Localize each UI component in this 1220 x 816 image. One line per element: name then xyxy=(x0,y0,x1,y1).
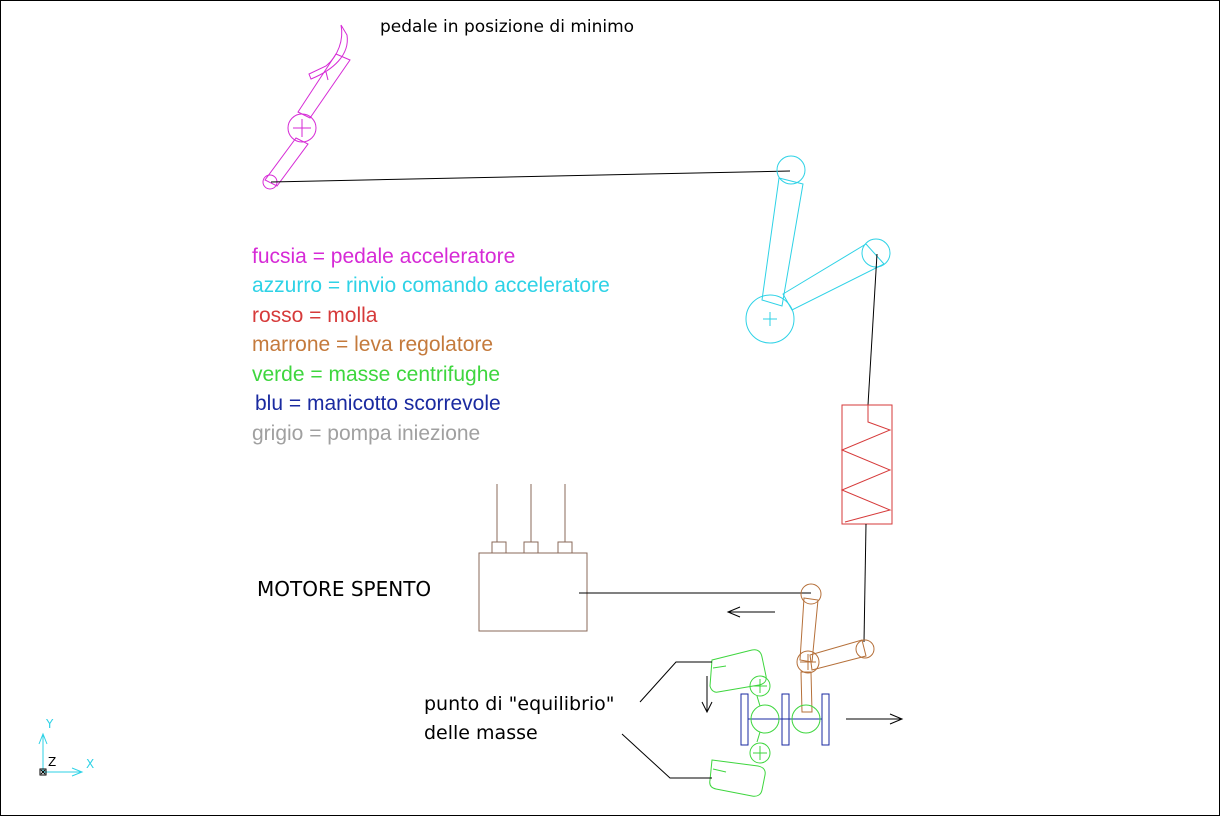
linkage-pivot xyxy=(745,294,795,344)
throttle-linkage xyxy=(745,155,891,344)
lower-mass-mark xyxy=(712,768,727,773)
lower-mass xyxy=(709,759,766,797)
upper-mass xyxy=(709,649,767,693)
upper-mass-pivot xyxy=(749,675,771,697)
legend-item-sleeve: blu = manicotto scorrevole xyxy=(255,392,501,415)
right-arrow xyxy=(846,713,904,725)
linkage-arm-long xyxy=(761,177,804,307)
sliding-sleeve xyxy=(740,693,830,746)
legend-item-pedal: fucsia = pedale acceleratore xyxy=(252,245,515,268)
accelerator-pedal xyxy=(262,24,351,190)
legend-item-spring: rosso = molla xyxy=(252,304,378,327)
leader-line-lower xyxy=(621,733,712,779)
spring-coil xyxy=(840,405,892,523)
ucs-x-arrow xyxy=(71,767,84,777)
spring xyxy=(840,404,893,525)
pump-element-2 xyxy=(523,541,539,554)
injection-pump xyxy=(478,484,588,632)
lever-right-joint xyxy=(855,639,875,659)
legend-item-pump: grigio = pompa iniezione xyxy=(252,422,480,445)
left-arrow xyxy=(726,606,775,618)
down-arrow xyxy=(701,676,713,714)
governor-lever xyxy=(796,583,875,713)
linkage-to-spring-rod xyxy=(867,253,878,406)
spring-to-lever-rod xyxy=(863,523,867,643)
sleeve-plate-right xyxy=(821,693,830,746)
centrifugal-masses xyxy=(709,649,821,797)
diagram-title: pedale in posizione di minimo xyxy=(380,17,634,37)
pump-body xyxy=(478,552,588,632)
upper-link xyxy=(756,695,761,707)
ucs-y-label: Y xyxy=(45,717,54,731)
color-legend: fucsia = pedale acceleratore azzurro = r… xyxy=(252,245,610,445)
lower-link xyxy=(756,731,761,743)
lever-top-joint xyxy=(800,583,822,605)
pedal-pivot xyxy=(287,113,317,143)
legend-item-masses: verde = masse centrifughe xyxy=(252,363,500,386)
masses-hub-right xyxy=(791,704,821,734)
engine-status-label: MOTORE SPENTO xyxy=(257,577,431,601)
lever-horizontal-arm xyxy=(809,639,867,671)
ucs-y-arrow xyxy=(38,732,48,745)
pedal-arm-lower xyxy=(264,137,309,187)
pump-element-3 xyxy=(557,541,573,554)
linkage-upper-joint xyxy=(776,155,806,185)
pedal-foot-plate xyxy=(308,24,348,80)
balance-note-line2: delle masse xyxy=(424,722,538,744)
lower-mass-pivot xyxy=(749,742,771,764)
balance-note-line1: punto di "equilibrio" xyxy=(424,693,615,715)
pedal-rod xyxy=(270,170,791,183)
leader-line-upper xyxy=(639,661,712,703)
masses-hub-left xyxy=(750,704,780,734)
lever-lower-arm xyxy=(800,671,813,713)
ucs-z-label: Z xyxy=(48,755,56,769)
sleeve-plate-left xyxy=(740,693,749,746)
ucs-icon xyxy=(38,732,84,777)
legend-item-lever: marrone = leva regolatore xyxy=(252,333,493,356)
pedal-arm-upper xyxy=(297,53,351,119)
pedal-tick xyxy=(325,71,329,81)
ucs-origin-box xyxy=(39,768,47,776)
ucs-x-label: X xyxy=(86,757,94,771)
spring-housing xyxy=(841,404,893,525)
upper-mass-mark xyxy=(712,665,727,669)
pump-element-1 xyxy=(491,541,507,554)
legend-item-linkage: azzurro = rinvio comando acceleratore xyxy=(252,274,610,297)
linkage-arm-short xyxy=(782,243,885,311)
lever-pivot xyxy=(796,650,820,674)
